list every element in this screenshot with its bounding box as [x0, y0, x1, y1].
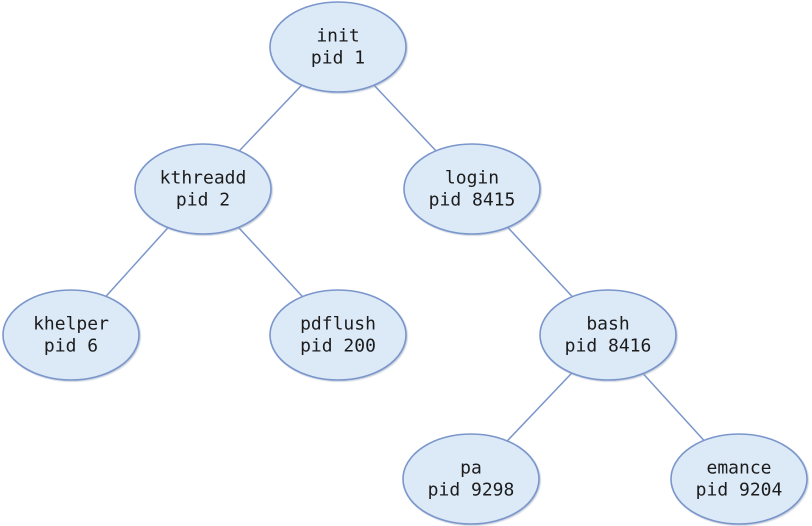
- node-label-pa: pa: [460, 458, 482, 479]
- node-ellipse-bash: [539, 289, 677, 381]
- node-label-kthreadd: kthreadd: [160, 168, 247, 189]
- node-ellipse-kthreadd: [134, 143, 272, 235]
- node-label-bash: bash: [586, 314, 629, 335]
- edges-layer: [70, 46, 740, 480]
- node-pid-init: pid 1: [311, 48, 365, 69]
- node-label-pdflush: pdflush: [300, 314, 376, 335]
- node-pid-pa: pid 9298: [428, 480, 515, 501]
- node-label-emance: emance: [706, 458, 771, 479]
- node-pid-khelper: pid 6: [44, 336, 98, 357]
- node-ellipse-emance: [670, 433, 808, 525]
- node-pid-emance: pid 9204: [696, 480, 783, 501]
- node-label-login: login: [445, 168, 499, 189]
- node-ellipse-init: [269, 1, 407, 93]
- node-pid-pdflush: pid 200: [300, 336, 376, 357]
- node-pid-login: pid 8415: [429, 190, 516, 211]
- node-label-init: init: [316, 26, 359, 47]
- node-ellipse-pdflush: [269, 289, 407, 381]
- node-label-khelper: khelper: [33, 314, 109, 335]
- node-ellipse-login: [403, 143, 541, 235]
- node-pid-bash: pid 8416: [565, 336, 652, 357]
- node-ellipse-pa: [402, 433, 540, 525]
- node-ellipse-khelper: [2, 289, 140, 381]
- node-pid-kthreadd: pid 2: [176, 190, 230, 211]
